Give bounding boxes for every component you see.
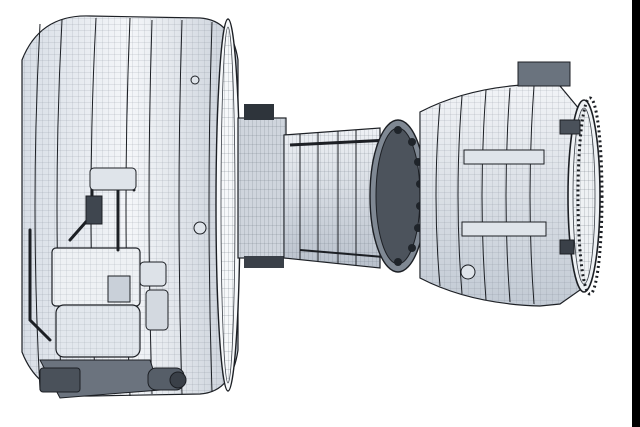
accessory-gearbox	[28, 167, 187, 399]
core-casing	[283, 127, 397, 269]
intermediate-case	[237, 104, 287, 268]
right-black-border	[632, 0, 640, 427]
combustor-section	[369, 119, 427, 273]
turbine-nozzle	[419, 61, 604, 307]
